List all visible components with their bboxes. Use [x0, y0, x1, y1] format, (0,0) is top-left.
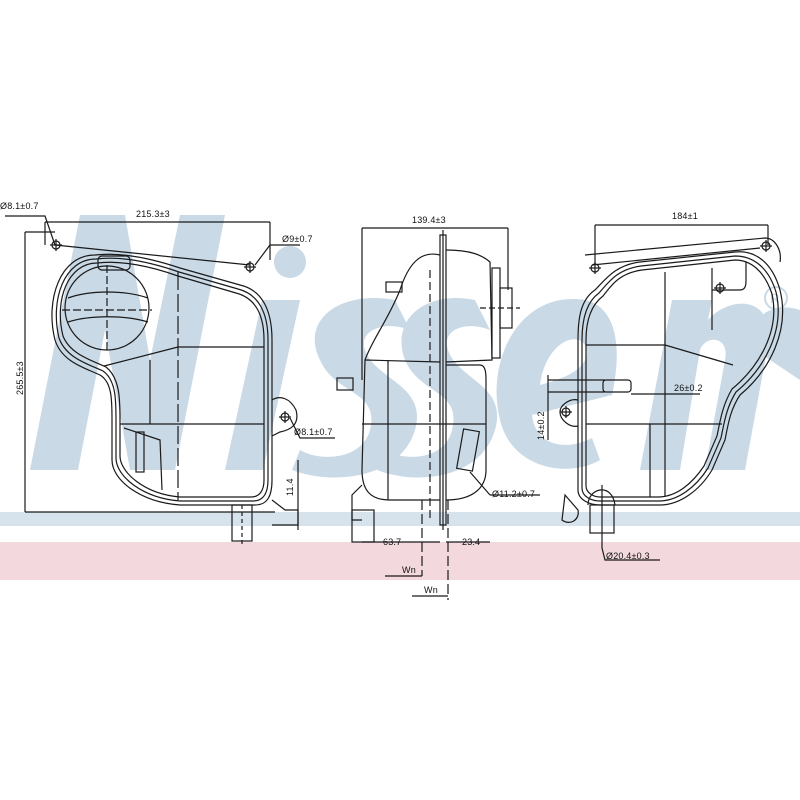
front-view-tank [5, 215, 335, 545]
front-hole-top-left-dim: Ø8.1±0.7 [0, 201, 39, 211]
mount-hole-icon [560, 406, 572, 418]
rear-slot-width-dim: 26±0.2 [674, 383, 703, 393]
front-hole-top-right-dim: Ø9±0.7 [282, 234, 313, 244]
mount-hole-icon [244, 261, 256, 273]
mount-hole-icon [714, 282, 726, 294]
rear-outlet-diameter-dim: Ø20.4±0.3 [606, 551, 650, 561]
front-width-dim: 215.3±3 [136, 209, 170, 219]
side-pipe-diameter-dim: Ø11.2±0.7 [492, 489, 536, 499]
side-width-dim: 139.4±3 [412, 215, 446, 225]
side-offset-left-dim: 63.7 [383, 537, 402, 547]
pink-band [0, 542, 800, 580]
side-ref-label-2: Wn [424, 585, 438, 595]
svg-text:R: R [770, 291, 779, 306]
blue-band [0, 512, 800, 526]
side-offset-right-dim: 23.4 [462, 537, 481, 547]
side-view-tank [336, 227, 540, 600]
registered-mark-icon: R [764, 286, 788, 310]
mount-hole-icon [50, 239, 62, 251]
rear-width-dim: 184±1 [672, 211, 698, 221]
rear-slot-height-dim: 14±0.2 [536, 411, 546, 440]
front-height-dim: 265.5±3 [15, 361, 25, 395]
mount-hole-icon [760, 240, 772, 252]
rear-view-tank [547, 224, 784, 561]
front-offset-bottom-dim: 11.4 [285, 478, 295, 496]
mount-hole-icon [589, 262, 601, 274]
side-ref-label-1: Wn [402, 565, 416, 575]
mount-hole-icon [279, 411, 291, 423]
front-hole-right-dim: Ø8.1±0.7 [294, 427, 333, 437]
